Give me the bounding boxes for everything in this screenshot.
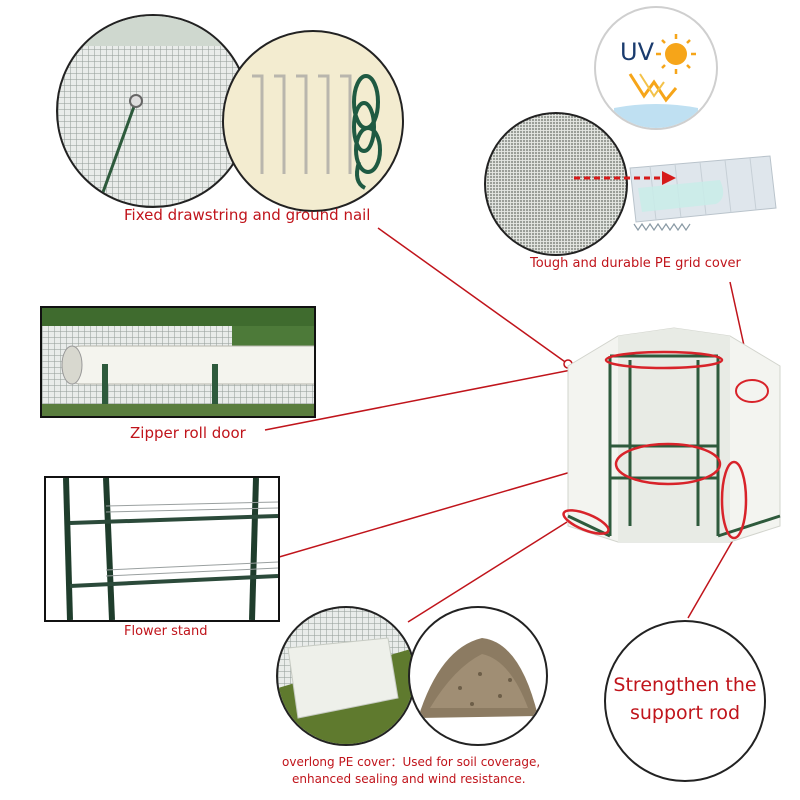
caption-flower-stand: Flower stand <box>124 624 208 639</box>
caption-overlong-line2: enhanced sealing and wind resistance. <box>292 772 526 786</box>
caption-support-rod-line1: Strengthen the <box>613 674 757 696</box>
sun-icon <box>614 34 698 128</box>
zipper-roll-door-photo <box>40 306 316 418</box>
overlong-pe-cover-photo <box>276 606 416 746</box>
uv-label: UV <box>620 38 654 66</box>
caption-pe-grid: Tough and durable PE grid cover <box>530 256 741 271</box>
flower-stand-illustration <box>63 478 278 620</box>
caption-overlong-line1: overlong PE cover：Used for soil coverage… <box>282 755 541 769</box>
pe-layer-illustration <box>629 155 777 232</box>
ground-nails-illustration <box>252 74 382 190</box>
drawstring-illustration <box>58 16 248 206</box>
caption-support-rod-line2: support rod <box>629 702 741 724</box>
flower-stand-photo <box>44 476 280 622</box>
support-rod-callout: Strengthen the support rod <box>604 620 766 782</box>
caption-zipper: Zipper roll door <box>130 424 246 442</box>
zipper-roll-illustration <box>42 308 314 416</box>
drawstring-corner-photo <box>56 14 250 208</box>
uv-badge: UV <box>594 6 718 130</box>
greenhouse-main-photo <box>562 327 781 543</box>
caption-drawstring: Fixed drawstring and ground nail <box>124 206 371 224</box>
ground-nails-photo <box>222 30 404 212</box>
pe-grid-closeup-photo <box>484 112 628 256</box>
soil-pile-illustration <box>418 638 538 718</box>
overlong-cover-illustration <box>278 637 414 744</box>
arrow-icon <box>574 171 676 185</box>
soil-photo <box>408 606 548 746</box>
